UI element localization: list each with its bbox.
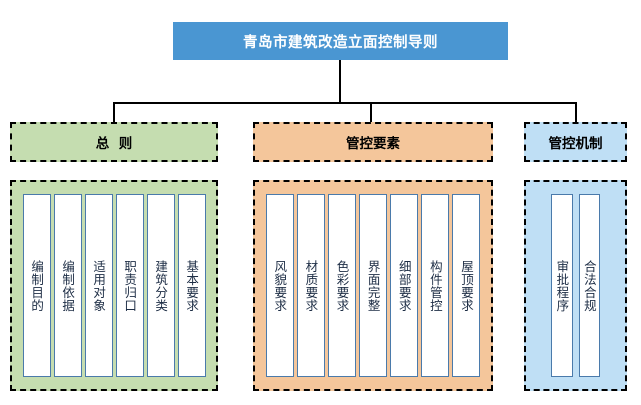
branch-header-elements-label: 管控要素 xyxy=(346,136,400,152)
branch-header-elements: 管控要素 xyxy=(253,122,493,162)
chip-label: 构件管控 xyxy=(427,259,443,312)
chip-item: 编制目的 xyxy=(22,194,51,377)
chip-item: 界面完整 xyxy=(358,194,388,377)
chip-item: 适用对象 xyxy=(84,194,113,377)
chip-label: 界面完整 xyxy=(365,259,381,312)
chip-item: 构件管控 xyxy=(421,194,450,377)
chip-label: 材质要求 xyxy=(303,259,319,312)
branch-header-general-label: 总 则 xyxy=(95,136,133,152)
branch-body-mechanism: 审批程序 合法合规 xyxy=(524,180,627,391)
connector-drop-mechanism xyxy=(575,102,577,123)
root-title-label: 青岛市建筑改造立面控制导则 xyxy=(243,34,438,51)
chip-label: 合法合规 xyxy=(581,259,597,312)
chip-item: 色彩要求 xyxy=(327,194,356,377)
chip-label: 编制依据 xyxy=(60,259,76,312)
chip-label: 色彩要求 xyxy=(334,259,350,312)
branch-body-general: 编制目的 编制依据 适用对象 职责归口 建筑分类 基本要求 xyxy=(10,180,218,391)
chip-label: 建筑分类 xyxy=(153,259,169,312)
branch-header-mechanism: 管控机制 xyxy=(524,122,627,162)
connector-horizontal-bus xyxy=(113,102,577,104)
chip-label: 风貌要求 xyxy=(272,259,288,312)
chip-item: 风貌要求 xyxy=(265,194,294,377)
chip-label: 细部要求 xyxy=(396,259,412,312)
chip-label: 职责归口 xyxy=(122,259,138,312)
chip-item: 审批程序 xyxy=(551,194,573,377)
chip-item: 编制依据 xyxy=(53,194,82,377)
connector-root-vertical xyxy=(339,60,341,103)
chip-label: 审批程序 xyxy=(554,259,570,312)
connector-drop-general xyxy=(113,102,115,123)
chip-label: 适用对象 xyxy=(91,259,107,312)
connector-drop-elements xyxy=(370,102,372,123)
chip-label: 屋顶要求 xyxy=(459,259,475,312)
root-title-box: 青岛市建筑改造立面控制导则 xyxy=(173,22,508,60)
branch-body-elements: 风貌要求 材质要求 色彩要求 界面完整 细部要求 构件管控 屋顶要求 xyxy=(253,180,493,391)
chip-label: 编制目的 xyxy=(29,259,45,312)
chip-item: 合法合规 xyxy=(578,194,600,377)
chip-label: 基本要求 xyxy=(184,259,200,312)
branch-header-mechanism-label: 管控机制 xyxy=(548,136,603,152)
chip-item: 细部要求 xyxy=(390,194,419,377)
chip-item: 建筑分类 xyxy=(146,194,175,377)
chip-item: 材质要求 xyxy=(296,194,325,377)
chip-item: 职责归口 xyxy=(115,194,144,377)
chip-item: 屋顶要求 xyxy=(452,194,481,377)
chip-item: 基本要求 xyxy=(177,194,206,377)
branch-header-general: 总 则 xyxy=(10,122,218,162)
